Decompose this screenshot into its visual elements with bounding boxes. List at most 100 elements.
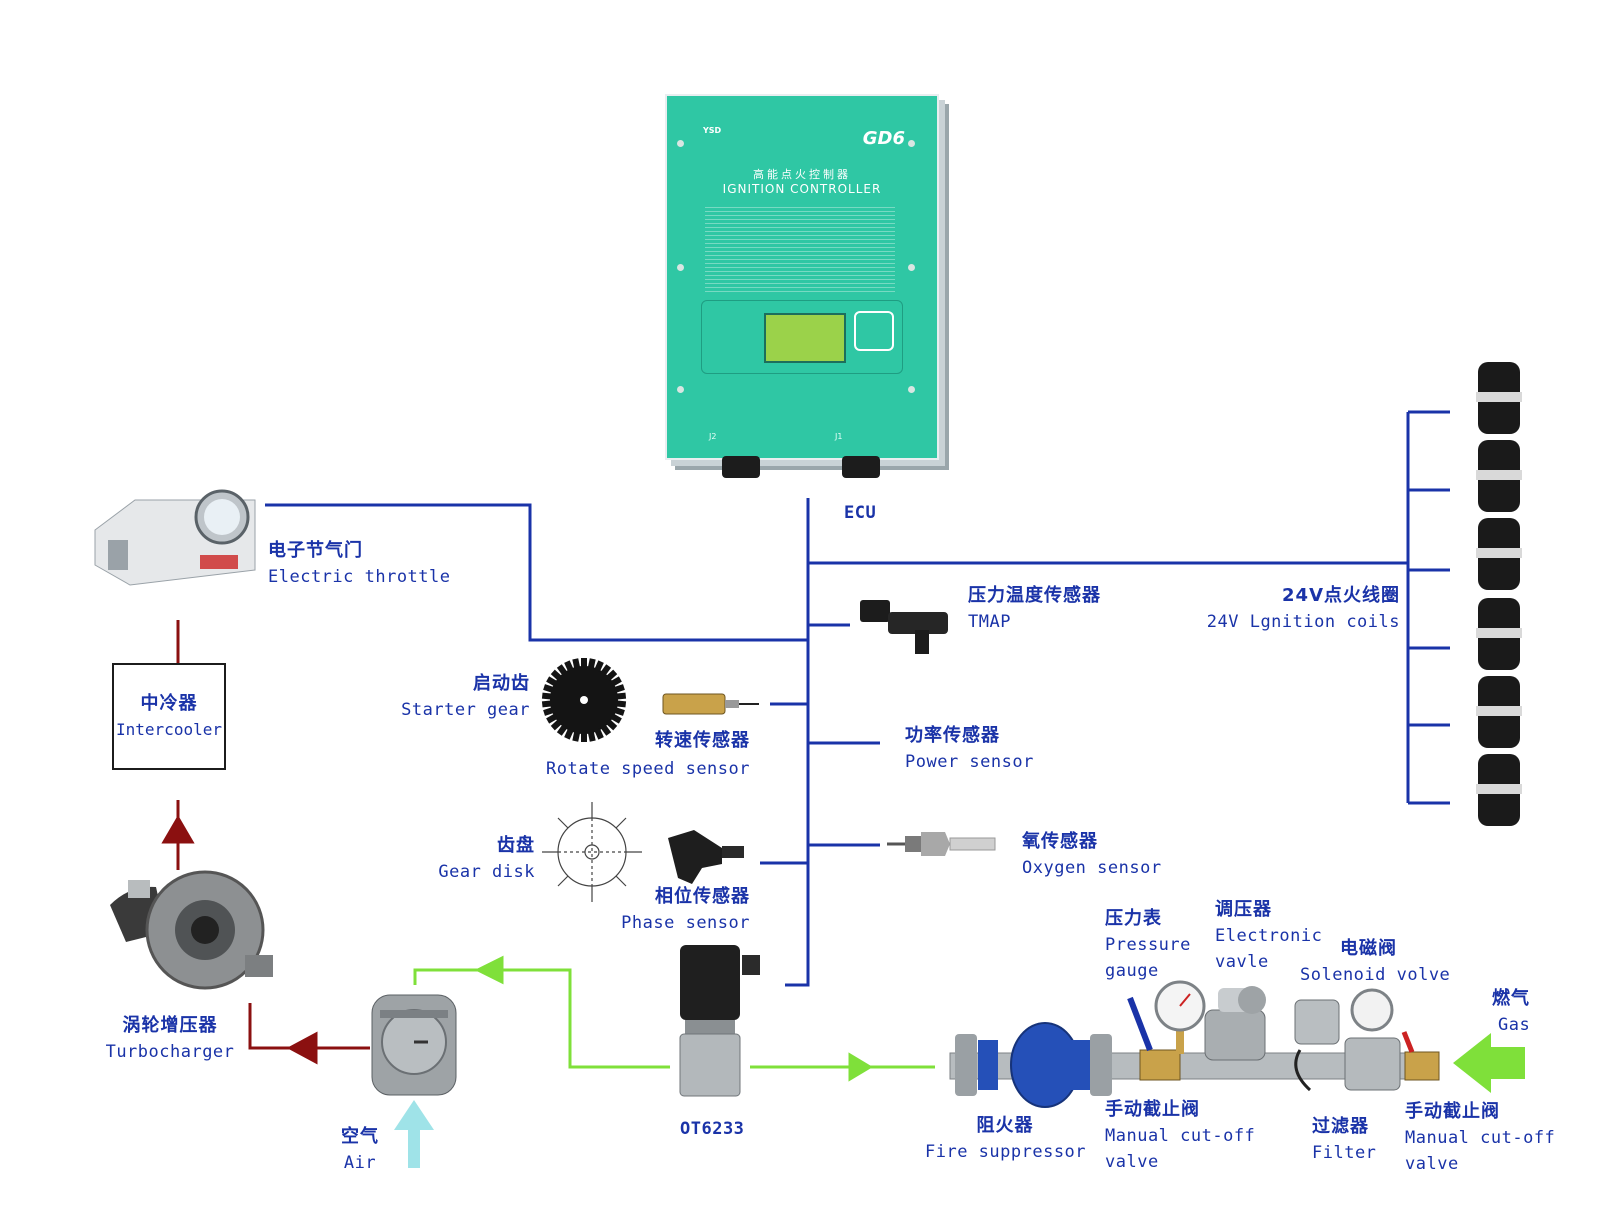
ignition-coils-label-zh: 24V点火线圈 bbox=[1282, 585, 1400, 606]
fire-suppressor-icon bbox=[955, 1022, 1112, 1108]
filter-label-en: Filter bbox=[1312, 1143, 1377, 1163]
air-label-en: Air bbox=[343, 1153, 377, 1173]
air-line bbox=[161, 620, 370, 1065]
connector-j1-plug bbox=[842, 456, 880, 478]
gas-label-zh: 燃气 bbox=[1492, 988, 1530, 1009]
ecu-keypad bbox=[854, 311, 894, 351]
ot6233-valve-icon bbox=[679, 945, 760, 1097]
gear-disk-label-en: Gear disk bbox=[438, 862, 535, 882]
ecu-logo: YSD bbox=[703, 126, 722, 135]
phase-sensor-icon bbox=[668, 830, 744, 884]
solenoid-valve-icon bbox=[1294, 999, 1340, 1092]
electronic-valve-label-zh: 调压器 bbox=[1215, 899, 1272, 920]
air-arrow-up bbox=[161, 815, 195, 844]
gas-train-icons bbox=[949, 980, 1440, 1108]
connector-j2-label: J2 bbox=[709, 432, 717, 441]
starter-gear-label-zh: 启动齿 bbox=[473, 673, 530, 694]
intercooler-label-en: Intercooler bbox=[116, 720, 222, 739]
ignition-coil-2 bbox=[1476, 440, 1522, 512]
connector-j2-plug bbox=[722, 456, 760, 478]
manual-valve-2-icon bbox=[1401, 1031, 1440, 1081]
electric-throttle-label-zh: 电子节气门 bbox=[268, 540, 363, 561]
ecu-trunk-wire bbox=[785, 498, 810, 987]
turbocharger-label-zh: 涡轮增压器 bbox=[122, 1015, 218, 1036]
ignition-coil-3 bbox=[1476, 518, 1522, 590]
mixer-icon bbox=[371, 994, 457, 1096]
manual-valve-1-label-en-1: Manual cut-off bbox=[1105, 1126, 1256, 1146]
starter-gear-label-en: Starter gear bbox=[401, 700, 530, 720]
pressure-gauge-label-en-1: Pressure bbox=[1105, 935, 1191, 955]
phase-sensor-label-zh: 相位传感器 bbox=[655, 886, 750, 907]
screw-icon bbox=[908, 386, 915, 393]
gas-arrow-top bbox=[474, 955, 504, 985]
tmap-sensor-icon bbox=[860, 600, 948, 654]
oxygen-sensor-label-en: Oxygen sensor bbox=[1022, 858, 1162, 878]
filter-icon bbox=[1344, 988, 1401, 1091]
screw-icon bbox=[677, 264, 684, 271]
manual-valve-2-label-en-2: valve bbox=[1405, 1154, 1459, 1174]
rotate-speed-sensor-label-en: Rotate speed sensor bbox=[546, 759, 750, 779]
screw-icon bbox=[677, 140, 684, 147]
ecu-controller: YSD GD6 高能点火控制器 IGNITION CONTROLLER J2 J… bbox=[665, 94, 939, 460]
starter-gear-icon bbox=[541, 658, 627, 742]
gas-inlet-arrow bbox=[1453, 1033, 1525, 1093]
connector-j1-label: J1 bbox=[835, 432, 843, 441]
pressure-gauge-label-en-2: gauge bbox=[1105, 961, 1159, 981]
filter-label-zh: 过滤器 bbox=[1312, 1116, 1369, 1137]
manual-valve-1-label-en-2: valve bbox=[1105, 1152, 1159, 1172]
air-arrow-left bbox=[286, 1031, 318, 1065]
ot6233-label: OT6233 bbox=[680, 1119, 745, 1139]
solenoid-valve-label-en: Solenoid volve bbox=[1300, 965, 1451, 985]
ecu-label: ECU bbox=[844, 503, 877, 523]
ignition-coil-6 bbox=[1476, 754, 1522, 826]
manual-valve-2-label-zh: 手动截止阀 bbox=[1405, 1101, 1500, 1122]
oxygen-sensor-label-zh: 氧传感器 bbox=[1022, 831, 1098, 852]
air-inlet-arrow bbox=[394, 1100, 434, 1168]
gas-line bbox=[413, 955, 1525, 1093]
gas-label-en: Gas bbox=[1498, 1015, 1531, 1035]
rotate-speed-sensor-icon bbox=[662, 693, 759, 715]
fire-suppressor-label-zh: 阻火器 bbox=[976, 1115, 1034, 1136]
regulator-icon bbox=[1204, 986, 1266, 1061]
solenoid-valve-label-zh: 电磁阀 bbox=[1340, 938, 1397, 959]
intercooler-box: 中冷器 Intercooler bbox=[112, 663, 226, 770]
manual-valve-1-icon bbox=[1127, 996, 1181, 1081]
turbocharger-icon bbox=[110, 870, 273, 990]
ignition-coil-5 bbox=[1476, 676, 1522, 748]
pressure-gauge-label-zh: 压力表 bbox=[1105, 908, 1162, 929]
ignition-coil-4 bbox=[1476, 598, 1522, 670]
throttle-wire bbox=[265, 503, 808, 642]
power-sensor-label-en: Power sensor bbox=[905, 752, 1034, 772]
screw-icon bbox=[908, 140, 915, 147]
gear-disk-icon bbox=[542, 802, 642, 902]
ignition-coils-icons bbox=[1476, 362, 1522, 826]
ecu-lcd-screen bbox=[764, 313, 846, 363]
ecu-title-en: IGNITION CONTROLLER bbox=[722, 182, 882, 196]
signal-wires bbox=[265, 410, 1450, 987]
ignition-coils-label-en: 24V Lgnition coils bbox=[1206, 612, 1400, 632]
electronic-valve-label-en-1: Electronic bbox=[1215, 926, 1323, 946]
tmap-label-zh: 压力温度传感器 bbox=[968, 585, 1101, 606]
screw-icon bbox=[908, 264, 915, 271]
pressure-gauge-icon bbox=[1154, 980, 1206, 1054]
screw-icon bbox=[677, 386, 684, 393]
oxygen-sensor-icon bbox=[887, 832, 996, 856]
manual-valve-2-label-en-1: Manual cut-off bbox=[1405, 1128, 1556, 1148]
electric-throttle-icon bbox=[94, 489, 256, 586]
phase-sensor-label-en: Phase sensor bbox=[621, 913, 750, 933]
electronic-valve-label-en-2: vavle bbox=[1215, 952, 1269, 972]
ecu-brand: GD6 bbox=[862, 128, 905, 149]
ecu-warning-text-block bbox=[705, 204, 895, 292]
fire-suppressor-label-en: Fire suppressor bbox=[925, 1142, 1087, 1162]
turbocharger-label-en: Turbocharger bbox=[105, 1042, 235, 1062]
ecu-control-panel bbox=[701, 300, 903, 374]
air-label-zh: 空气 bbox=[341, 1126, 379, 1147]
ecu-title-zh: 高能点火控制器 bbox=[753, 168, 851, 181]
power-sensor-label-zh: 功率传感器 bbox=[905, 725, 1000, 746]
rotate-speed-sensor-label-zh: 转速传感器 bbox=[655, 730, 750, 751]
intercooler-label-zh: 中冷器 bbox=[140, 693, 198, 714]
electric-throttle-label-en: Electric throttle bbox=[268, 567, 451, 587]
ignition-coil-1 bbox=[1476, 362, 1522, 434]
